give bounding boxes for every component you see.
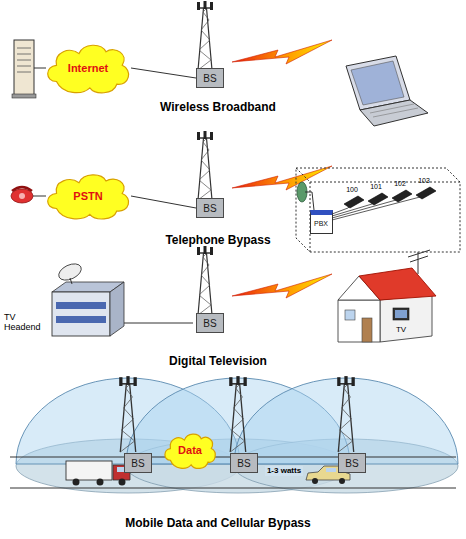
extension-number: 103	[418, 177, 430, 185]
tower	[229, 376, 247, 452]
box-label: BS	[203, 73, 216, 84]
network-link	[131, 68, 196, 78]
equipment-label: TV	[396, 325, 406, 334]
network-link	[131, 196, 196, 208]
power-label: 1-3 watts	[265, 466, 303, 475]
radio-bolt	[232, 274, 332, 298]
box-label: BS	[131, 458, 144, 469]
box-label: PBX	[314, 220, 328, 228]
house	[338, 250, 436, 342]
cloud-label: Data	[178, 444, 202, 456]
base-station-box: BS	[338, 453, 366, 473]
network-cloud: PSTN	[43, 171, 133, 221]
box-label: BS	[203, 318, 216, 329]
network-cloud: Data	[162, 431, 218, 470]
extension-number: 101	[370, 183, 382, 191]
section-caption: Telephone Bypass	[165, 234, 270, 248]
network-cloud: Internet	[43, 41, 133, 95]
section-caption: Mobile Data and Cellular Bypass	[125, 517, 310, 531]
tv-headend-building	[52, 261, 124, 336]
radio-bolt	[232, 40, 332, 64]
box-label: BS	[237, 458, 250, 469]
base-station-box: BS	[230, 453, 258, 473]
tower	[197, 131, 213, 200]
tower	[337, 376, 355, 452]
coverage-cells	[16, 378, 458, 493]
dish-antenna	[297, 182, 314, 210]
pbx-box: PBX	[310, 210, 333, 234]
extension-number: 102	[394, 180, 406, 188]
base-station-box: BS	[196, 198, 224, 218]
server-icon	[12, 40, 36, 98]
wire	[34, 68, 46, 69]
truck	[66, 461, 130, 486]
equipment-label: TV Headend	[4, 312, 46, 333]
cloud-label: Internet	[68, 62, 108, 74]
laptop-icon	[346, 56, 428, 126]
building-outline	[296, 168, 460, 252]
tower	[197, 1, 213, 70]
wire	[33, 196, 46, 197]
box-label: BS	[203, 203, 216, 214]
tower	[119, 376, 137, 452]
base-station-box: BS	[196, 68, 224, 88]
extension-number: 100	[346, 186, 358, 194]
section-caption: Wireless Broadband	[160, 101, 276, 115]
cloud-label: PSTN	[73, 190, 102, 202]
radio-bolt	[232, 166, 332, 190]
tower	[197, 246, 213, 315]
section-caption: Digital Television	[169, 355, 267, 369]
base-station-box: BS	[124, 453, 152, 473]
wire	[124, 323, 193, 324]
base-station-box: BS	[196, 313, 224, 333]
box-label: BS	[345, 458, 358, 469]
telephone-icon	[11, 187, 33, 203]
